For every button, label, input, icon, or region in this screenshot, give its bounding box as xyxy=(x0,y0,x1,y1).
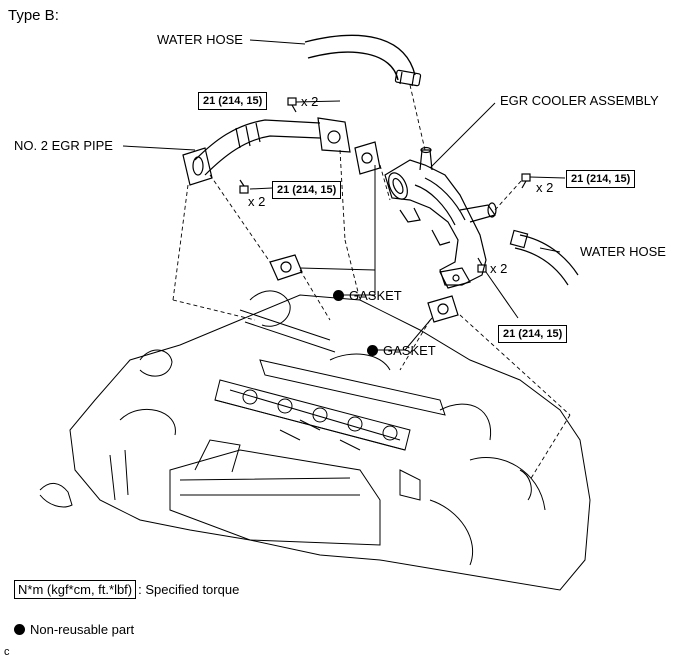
torque-count-4: x 2 xyxy=(490,261,508,276)
leader-lines xyxy=(122,39,566,351)
gasket-1-text: GASKET xyxy=(349,288,402,303)
torque-count-1: x 2 xyxy=(301,94,319,109)
torque-box-1: 21 (214, 15) xyxy=(198,92,268,110)
water-hose-top-drawing xyxy=(304,34,422,87)
torque-count-2: x 2 xyxy=(248,194,266,209)
egr-pipe-drawing xyxy=(182,117,351,186)
torque-box-3: 21 (214, 15) xyxy=(566,170,636,188)
label-water-hose-right: WATER HOSE xyxy=(580,244,666,259)
egr-cooler-drawing xyxy=(384,146,497,289)
label-gasket-1: GASKET xyxy=(333,288,402,304)
legend-torque: N*m (kgf*cm, ft.*lbf): Specified torque xyxy=(14,580,240,599)
non-reusable-dot-icon xyxy=(14,624,25,635)
gasket-upper-drawing xyxy=(354,141,381,175)
non-reusable-dot-icon xyxy=(333,290,344,301)
label-no2-egr-pipe: NO. 2 EGR PIPE xyxy=(14,138,113,153)
non-reusable-dot-icon xyxy=(367,345,378,356)
torque-box-4: 21 (214, 15) xyxy=(498,325,568,343)
alignment-lines xyxy=(172,84,571,481)
legend-torque-box: N*m (kgf*cm, ft.*lbf) xyxy=(14,580,137,599)
torque-box-2: 21 (214, 15) xyxy=(272,181,342,199)
legend-nonreusable-text: Non-reusable part xyxy=(30,622,135,637)
legend-torque-text: : Specified torque xyxy=(138,582,240,597)
label-gasket-2: GASKET xyxy=(367,343,436,359)
engine-drawing xyxy=(39,290,591,591)
figure-code: c xyxy=(4,646,10,658)
gasket-middle-drawing xyxy=(269,254,303,281)
gasket-lower-drawing xyxy=(427,295,459,323)
water-hose-right-drawing xyxy=(509,229,579,286)
legend-nonreusable: Non-reusable part xyxy=(14,622,134,638)
type-label: Type B: xyxy=(8,7,59,24)
gasket-2-text: GASKET xyxy=(383,343,436,358)
torque-count-3: x 2 xyxy=(536,180,554,195)
label-water-hose-top: WATER HOSE xyxy=(157,32,243,47)
label-egr-cooler-assembly: EGR COOLER ASSEMBLY xyxy=(500,93,659,108)
